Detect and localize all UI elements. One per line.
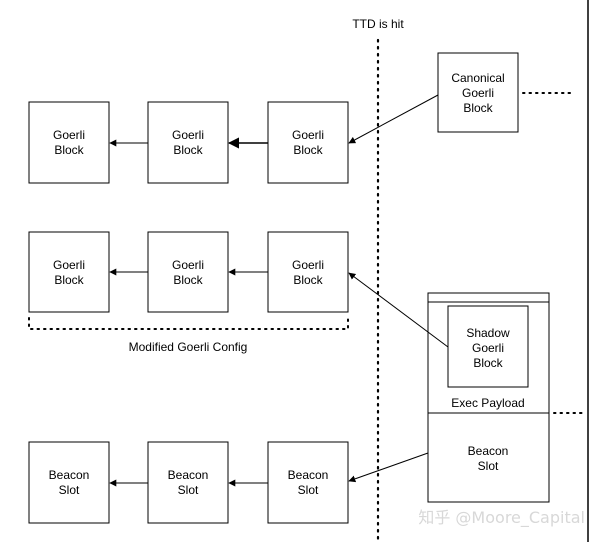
svg-text:Goerli: Goerli xyxy=(462,86,494,100)
svg-text:Block: Block xyxy=(54,143,84,157)
svg-text:Block: Block xyxy=(173,143,203,157)
modified-goerli-block-2: Goerli Block xyxy=(147,231,229,313)
shadow-goerli-block: Shadow Goerli Block xyxy=(447,305,529,388)
svg-text:Slot: Slot xyxy=(298,483,319,497)
watermark: 知乎 @Moore_Capital xyxy=(418,508,585,528)
beacon-slot-1: Beacon Slot xyxy=(28,441,110,524)
svg-text:Goerli: Goerli xyxy=(53,128,85,142)
svg-text:Slot: Slot xyxy=(178,483,199,497)
beacon-slot-2: Beacon Slot xyxy=(147,441,229,524)
modified-goerli-block-3: Goerli Block xyxy=(267,231,349,313)
exec-payload-label: Exec Payload xyxy=(451,396,524,410)
goerli-block-1: Goerli Block xyxy=(28,101,110,184)
svg-text:Beacon: Beacon xyxy=(168,468,209,482)
svg-text:Goerli: Goerli xyxy=(292,128,324,142)
goerli-block-3: Goerli Block xyxy=(267,101,349,184)
beacon-slot-right-line1: Beacon xyxy=(468,444,509,458)
svg-text:Goerli: Goerli xyxy=(292,258,324,272)
beacon-slot-right-line2: Slot xyxy=(478,459,499,473)
svg-text:Block: Block xyxy=(473,356,503,370)
modified-config-label: Modified Goerli Config xyxy=(129,340,248,354)
canonical-to-goerli-arrow xyxy=(348,94,439,144)
svg-text:Block: Block xyxy=(463,101,493,115)
svg-text:Goerli: Goerli xyxy=(472,341,504,355)
svg-text:Canonical: Canonical xyxy=(451,71,504,85)
beacon-slot-3: Beacon Slot xyxy=(267,441,349,524)
svg-text:Beacon: Beacon xyxy=(288,468,329,482)
svg-text:Beacon: Beacon xyxy=(49,468,90,482)
beacon-right-to-slot-3-arrow xyxy=(348,452,429,483)
svg-text:Goerli: Goerli xyxy=(53,258,85,272)
modified-config-bracket xyxy=(28,317,349,330)
modified-goerli-block-1: Goerli Block xyxy=(28,231,110,313)
svg-text:Goerli: Goerli xyxy=(172,128,204,142)
canonical-goerli-block: Canonical Goerli Block xyxy=(437,52,519,133)
svg-text:Block: Block xyxy=(54,273,84,287)
shadow-to-modified-arrow xyxy=(348,272,449,348)
svg-text:Slot: Slot xyxy=(59,483,80,497)
svg-text:Shadow: Shadow xyxy=(466,326,510,340)
svg-text:Block: Block xyxy=(173,273,203,287)
svg-text:Block: Block xyxy=(293,273,323,287)
goerli-block-2: Goerli Block xyxy=(147,101,229,184)
ttd-label: TTD is hit xyxy=(352,17,404,31)
svg-text:Goerli: Goerli xyxy=(172,258,204,272)
svg-text:Block: Block xyxy=(293,143,323,157)
